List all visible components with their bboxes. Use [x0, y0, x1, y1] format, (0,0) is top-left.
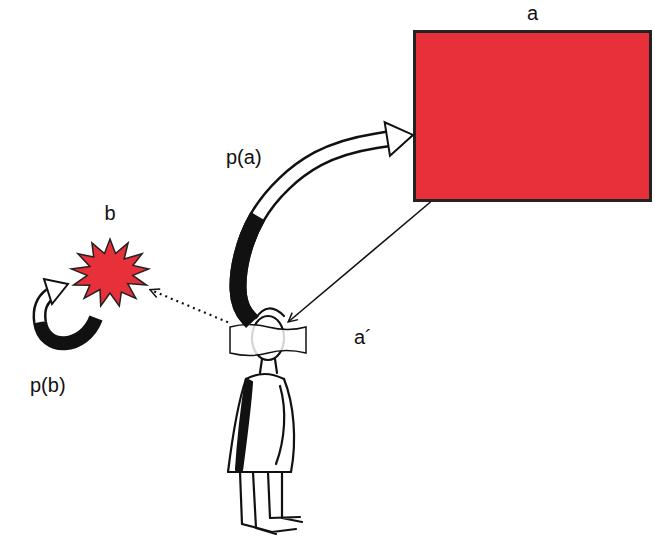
thin-arrow: [288, 202, 430, 322]
connector: [288, 202, 430, 322]
node-label: b: [70, 202, 150, 224]
connector: [150, 290, 228, 323]
paper-sheet: a´: [228, 322, 308, 356]
sheet-outline: [228, 322, 308, 356]
person-neck: [260, 359, 277, 373]
sheet-shape: [230, 325, 306, 356]
connector-head: [385, 122, 413, 156]
node-label: a: [416, 2, 649, 24]
edge-label: p(a): [226, 146, 262, 168]
person-hair: [256, 308, 284, 318]
red-rectangle: a: [413, 30, 652, 202]
node-label: a´: [354, 326, 372, 348]
curl-body: [39, 294, 50, 322]
curl-body-outline: [39, 294, 50, 322]
person-feet: [242, 517, 302, 534]
starburst-shape: [71, 239, 148, 306]
red-starburst: b: [70, 238, 150, 308]
person-shoulders: [246, 374, 284, 379]
free-label: p(b): [30, 374, 66, 396]
starburst-outline: [70, 238, 150, 308]
curl-tail: [40, 318, 96, 343]
person-arm: [276, 386, 284, 464]
curl-head: [44, 279, 68, 304]
person-legs: [240, 472, 282, 528]
person-shadow: [236, 379, 252, 470]
connector: [238, 122, 413, 322]
dotted-arrow: [150, 290, 228, 323]
person-coat-right: [284, 379, 294, 472]
